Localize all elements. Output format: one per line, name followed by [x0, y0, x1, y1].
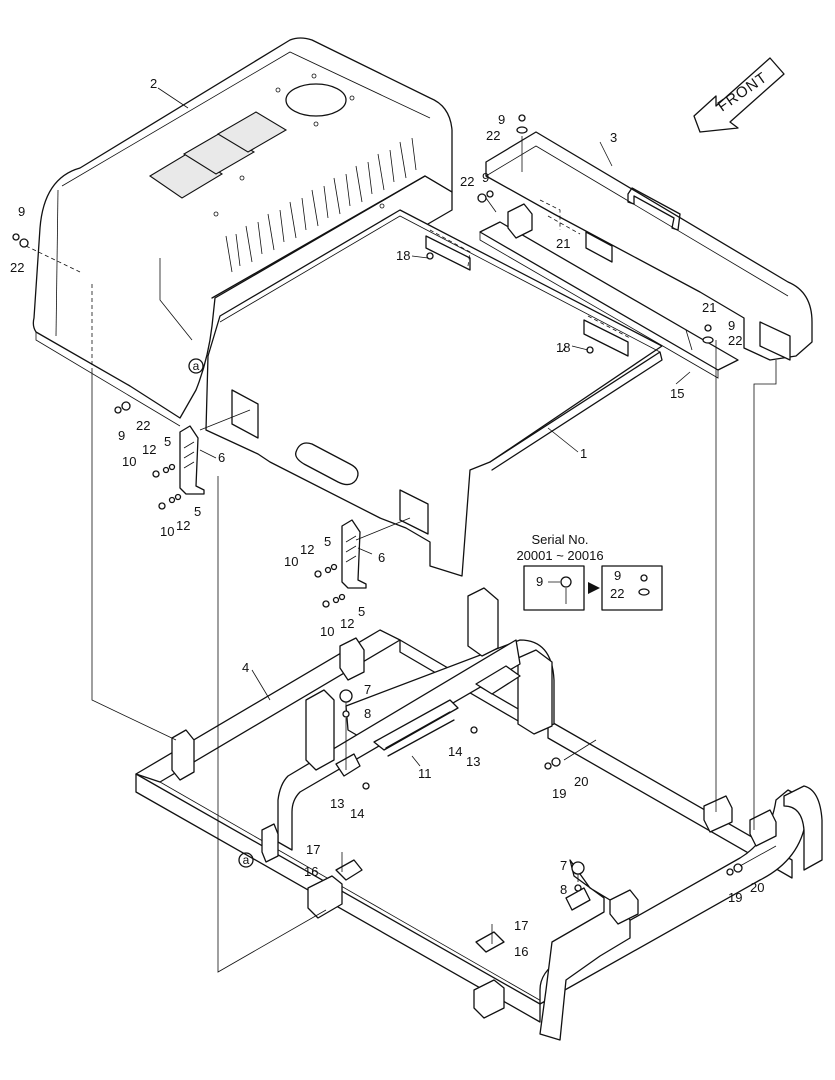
callout-5-upper-b: 5	[194, 504, 201, 519]
leader-lines	[157, 87, 691, 767]
callout-17-left: 17	[306, 842, 320, 857]
callout-12-lower-a: 12	[300, 542, 314, 557]
callout-7-right: 7	[560, 858, 567, 873]
hood-cover	[25, 37, 453, 427]
callout-4: 4	[242, 660, 249, 675]
callout-11: 11	[418, 766, 432, 781]
callout-6-upper: 6	[218, 450, 225, 465]
callout-22-top: 22	[486, 128, 500, 143]
side-bracket-rail	[479, 203, 739, 379]
callout-16-right: 16	[514, 944, 528, 959]
callout-14-left: 14	[350, 806, 364, 821]
callout-9-left: 9	[18, 204, 25, 219]
callout-14-right: 14	[448, 744, 462, 759]
callout-13-right: 13	[466, 754, 480, 769]
callout-22-mid: 22	[460, 174, 474, 189]
callout-18-lower: 18	[556, 340, 570, 355]
callout-19-upper: 19	[552, 786, 566, 801]
callout-22-latch: 22	[136, 418, 150, 433]
latch-upper	[179, 425, 205, 495]
serial-range: 20001 ~ 20016	[516, 548, 603, 563]
callout-3: 3	[610, 130, 617, 145]
callout-9-mid: 9	[482, 170, 489, 185]
callout-5-upper-a: 5	[164, 434, 171, 449]
front-direction-arrow: FRONT	[693, 57, 785, 133]
reference-marker-lower	[238, 852, 254, 868]
serial-old-part-box	[523, 565, 585, 611]
reference-marker-upper	[188, 358, 204, 374]
callout-17-right: 17	[514, 918, 528, 933]
callout-15: 15	[670, 386, 684, 401]
callout-16-left: 16	[304, 864, 318, 879]
callout-5-lower-a: 5	[324, 534, 331, 549]
reference-markers: a a	[188, 358, 254, 868]
callout-9-right: 9	[728, 318, 735, 333]
assembly-guide-lines	[91, 197, 777, 973]
front-label: FRONT	[715, 69, 771, 115]
callout-20-lower: 20	[750, 880, 764, 895]
callout-2: 2	[150, 76, 157, 91]
callout-20-upper: 20	[574, 774, 588, 789]
callout-12-lower-b: 12	[340, 616, 354, 631]
serial-old-part: 9	[536, 574, 543, 589]
callout-8-left: 8	[364, 706, 371, 721]
reference-marker-lower-label: a	[243, 853, 250, 867]
side-cover	[485, 131, 813, 361]
reference-marker-upper-label: a	[193, 359, 200, 373]
callout-8-right: 8	[560, 882, 567, 897]
latch-lower	[341, 519, 367, 589]
callout-18-upper: 18	[396, 248, 410, 263]
callout-12-upper-a: 12	[142, 442, 156, 457]
callout-19-lower: 19	[728, 890, 742, 905]
callout-7-left: 7	[364, 682, 371, 697]
callout-1: 1	[580, 446, 587, 461]
top-panel	[205, 209, 663, 577]
callout-13-left: 13	[330, 796, 344, 811]
callout-labels: 2 3 1 4 15 9 22 9 22 9 22 21 21 9 22 18 …	[10, 76, 764, 959]
serial-new-part-box	[601, 565, 663, 611]
fastener-symbols	[12, 114, 743, 944]
base-frame	[135, 587, 823, 1041]
callout-12-upper-b: 12	[176, 518, 190, 533]
callout-10-upper-a: 10	[122, 454, 136, 469]
callout-21-lower: 21	[702, 300, 716, 315]
serial-title: Serial No.	[531, 532, 588, 547]
callout-10-lower-b: 10	[320, 624, 334, 639]
callout-22-left: 22	[10, 260, 24, 275]
callout-10-lower-a: 10	[284, 554, 298, 569]
serial-new-part-1: 9	[614, 568, 621, 583]
callout-22-right: 22	[728, 333, 742, 348]
callout-21-upper: 21	[556, 236, 570, 251]
replacement-arrow-icon	[588, 582, 600, 594]
callout-10-upper-b: 10	[160, 524, 174, 539]
serial-number-callout: Serial No. 20001 ~ 20016 9 9 22	[516, 532, 663, 611]
serial-new-part-2: 22	[610, 586, 624, 601]
callout-6-lower: 6	[378, 550, 385, 565]
callout-5-lower-b: 5	[358, 604, 365, 619]
callout-9-top: 9	[498, 112, 505, 127]
callout-9-latch: 9	[118, 428, 125, 443]
